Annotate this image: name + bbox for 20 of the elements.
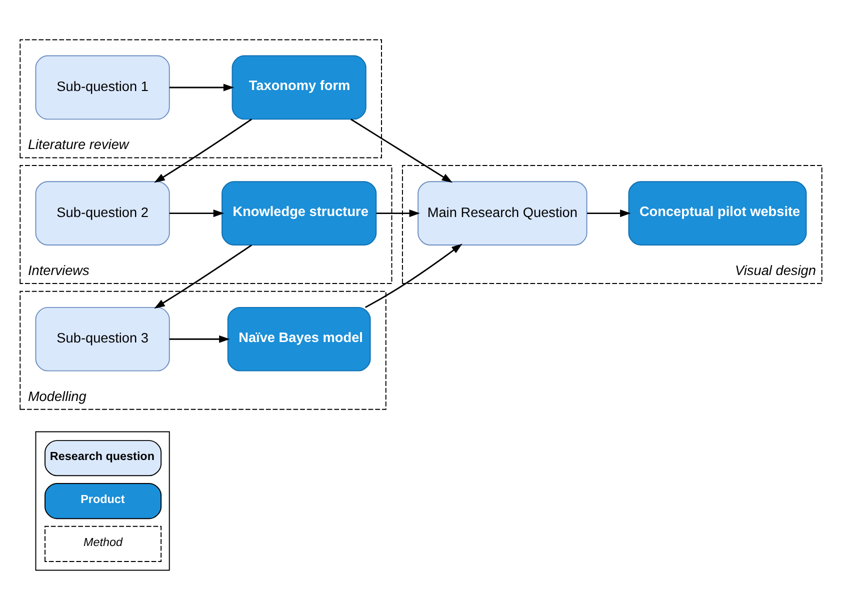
node-box: Sub-question 3 [35,306,170,372]
node-box: Sub-question 1 [35,55,170,120]
arrow [169,210,224,218]
arrow [365,244,462,308]
node-box: Conceptual pilot website [628,181,807,246]
arrow [376,210,420,218]
arrow [587,210,631,218]
arrow [169,335,230,343]
node-box: Knowledge structure [222,181,377,246]
arrow [169,84,234,92]
node-box: Main Research Question [418,181,588,246]
legend-label: Research question [50,450,154,464]
arrow [154,118,252,183]
node-box: Sub-question 2 [35,181,170,246]
legend-label: Method [84,536,123,549]
node-box: Taxonomy form [232,55,366,120]
legend-label: Product [80,493,125,506]
node-box: Naïve Bayes model [227,306,371,372]
arrow [350,118,453,183]
arrow [154,244,252,309]
